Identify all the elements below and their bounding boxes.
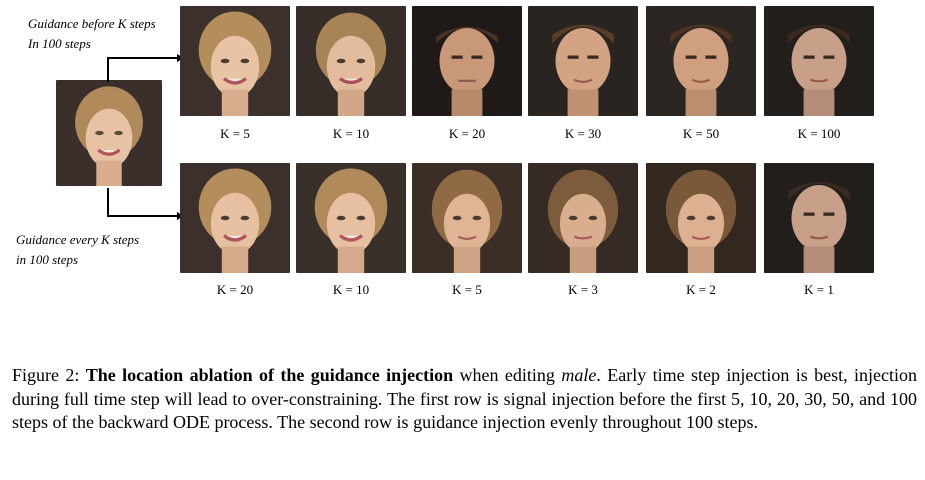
row1-label-line2: In 100 steps bbox=[28, 36, 91, 51]
row2-k-label: K = 5 bbox=[452, 282, 482, 297]
row1-k-label: K = 10 bbox=[332, 126, 370, 141]
row2-face-image bbox=[528, 163, 638, 273]
row1-label: Guidance before K steps In 100 steps bbox=[28, 14, 156, 54]
row1-label-line1: Guidance before K steps bbox=[28, 16, 156, 31]
row2-label: Guidance every K steps in 100 steps bbox=[16, 230, 139, 270]
figure: Guidance before K steps In 100 steps Gui… bbox=[16, 6, 874, 297]
arrow-to-row1 bbox=[107, 54, 184, 82]
row2-k-label: K = 2 bbox=[686, 282, 716, 297]
row2-k-label: K = 3 bbox=[568, 282, 598, 297]
row2-face-image bbox=[764, 163, 874, 273]
row2-k-label: K = 20 bbox=[216, 282, 254, 297]
source-face-image bbox=[56, 80, 162, 186]
caption-mid: when editing bbox=[453, 365, 562, 385]
caption-bold: The location ablation of the guidance in… bbox=[85, 365, 454, 385]
figure-caption: Figure 2: The location ablation of the g… bbox=[12, 364, 917, 435]
row2-face-image bbox=[412, 163, 522, 273]
row2-label-line2: in 100 steps bbox=[16, 252, 79, 267]
row1-k-label: K = 20 bbox=[448, 126, 486, 141]
row1-face-image bbox=[180, 6, 290, 116]
row1-face-image bbox=[528, 6, 638, 116]
row2-face-image bbox=[180, 163, 290, 273]
row1-k-label: K = 5 bbox=[220, 126, 250, 141]
row2-label-line1: Guidance every K steps bbox=[16, 232, 140, 247]
row2-k-label: K = 1 bbox=[804, 282, 834, 297]
caption-rest: . Early time step injection is best, inj… bbox=[12, 365, 918, 432]
row2-face-image bbox=[296, 163, 406, 273]
caption-prefix: Figure 2: bbox=[12, 365, 86, 385]
row1-face-image bbox=[412, 6, 522, 116]
row1-k-label: K = 100 bbox=[797, 126, 841, 141]
caption-italic: male bbox=[561, 365, 597, 385]
row2-face-image bbox=[646, 163, 756, 273]
arrow-to-row2 bbox=[107, 188, 184, 220]
row2-k-label: K = 10 bbox=[332, 282, 370, 297]
row1-k-label: K = 30 bbox=[564, 126, 602, 141]
row1-face-image bbox=[646, 6, 756, 116]
row1-k-label: K = 50 bbox=[682, 126, 720, 141]
row1-face-image bbox=[296, 6, 406, 116]
row1-face-image bbox=[764, 6, 874, 116]
